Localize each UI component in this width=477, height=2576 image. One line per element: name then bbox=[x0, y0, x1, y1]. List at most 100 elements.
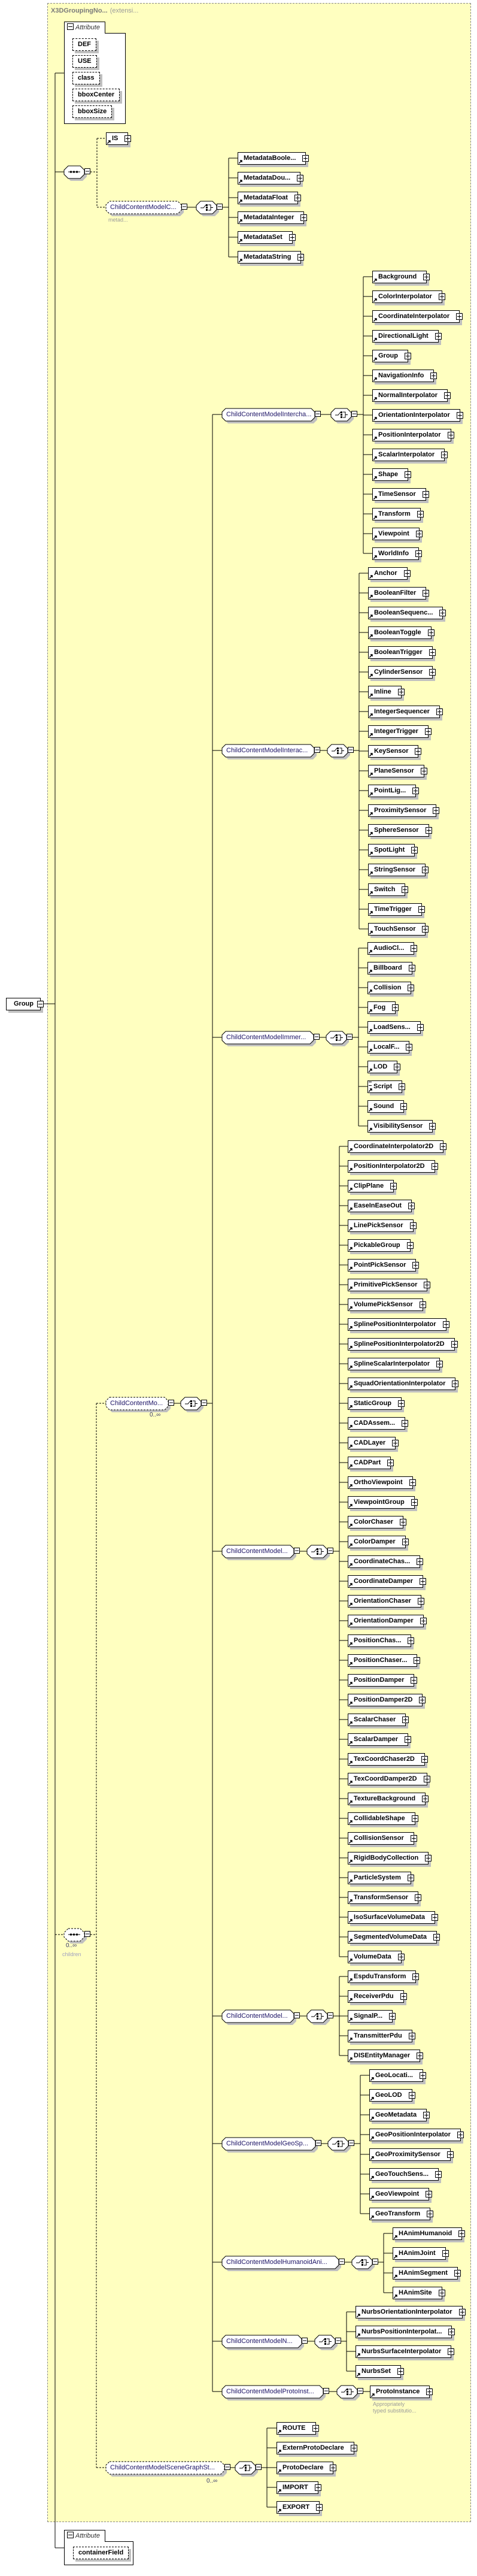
element-booleansequenc[interactable]: BooleanSequenc... bbox=[368, 607, 446, 619]
model-group-label[interactable]: ChildContentModelInterac... bbox=[226, 747, 308, 754]
element-cadassem[interactable]: CADAssem... bbox=[348, 1417, 409, 1430]
element-booleantrigger[interactable]: BooleanTrigger bbox=[368, 646, 436, 659]
element-segmentedvolumedata[interactable]: SegmentedVolumeData bbox=[348, 1931, 440, 1944]
expand-icon[interactable] bbox=[405, 471, 412, 478]
expand-icon[interactable] bbox=[429, 669, 436, 676]
element-spheresensor[interactable]: SphereSensor bbox=[368, 824, 432, 837]
element-anchor[interactable]: Anchor bbox=[368, 567, 411, 580]
attribute-panel-bottom-header[interactable]: Attribute bbox=[64, 2530, 105, 2542]
expand-icon[interactable] bbox=[420, 1578, 427, 1585]
collapse-icon[interactable] bbox=[323, 2388, 329, 2394]
element-coordinateinterpolator[interactable]: CoordinateInterpolator bbox=[372, 310, 463, 323]
element-disentitymanager[interactable]: DISEntityManager bbox=[348, 2050, 424, 2062]
expand-icon[interactable] bbox=[425, 827, 432, 834]
expand-icon[interactable] bbox=[411, 1677, 418, 1684]
element-coordinateinterpolator2d[interactable]: CoordinateInterpolator2D bbox=[348, 1140, 447, 1153]
model-group-label[interactable]: ChildContentModel... bbox=[226, 2012, 288, 2020]
expand-icon[interactable] bbox=[124, 135, 132, 142]
element-isosurfacevolumedata[interactable]: IsoSurfaceVolumeData bbox=[348, 1911, 439, 1924]
attribute-bboxcenter[interactable]: bboxCenter bbox=[72, 89, 120, 101]
attribute-panel-header[interactable]: Attribute bbox=[64, 22, 105, 34]
element-transform[interactable]: Transform bbox=[372, 508, 424, 520]
expand-icon[interactable] bbox=[408, 965, 415, 971]
expand-icon[interactable] bbox=[316, 2504, 323, 2511]
expand-icon[interactable] bbox=[297, 254, 305, 261]
element-receiverpdu[interactable]: ReceiverPdu bbox=[348, 1990, 407, 2003]
expand-icon[interactable] bbox=[408, 2033, 415, 2039]
element-script[interactable]: Script bbox=[367, 1080, 406, 1093]
expand-icon[interactable] bbox=[438, 293, 445, 300]
element-geometadata[interactable]: GeoMetadata bbox=[369, 2109, 430, 2121]
expand-icon[interactable] bbox=[411, 847, 418, 853]
expand-icon[interactable] bbox=[429, 649, 436, 656]
element-geopositioninterpolator[interactable]: GeoPositionInterpolator bbox=[369, 2129, 464, 2141]
expand-icon[interactable] bbox=[424, 1282, 431, 1288]
expand-icon[interactable] bbox=[419, 1697, 426, 1703]
element-hanimjoint[interactable]: HAnimJoint bbox=[393, 2247, 449, 2260]
expand-icon[interactable] bbox=[390, 1183, 397, 1189]
element-geotouchsens[interactable]: GeoTouchSens... bbox=[369, 2168, 442, 2181]
expand-icon[interactable] bbox=[397, 689, 405, 695]
collapse-icon[interactable] bbox=[335, 2338, 341, 2344]
expand-icon[interactable] bbox=[300, 214, 308, 221]
collapse-icon[interactable] bbox=[347, 1034, 353, 1040]
element-orientationdamper[interactable]: OrientationDamper bbox=[348, 1615, 427, 1627]
collapse-icon[interactable] bbox=[67, 23, 74, 30]
element-group[interactable]: Group bbox=[372, 350, 411, 362]
expand-icon[interactable] bbox=[412, 1973, 420, 1980]
expand-icon[interactable] bbox=[427, 2211, 434, 2217]
expand-icon[interactable] bbox=[408, 985, 415, 991]
element-is[interactable]: IS bbox=[106, 132, 132, 145]
expand-icon[interactable] bbox=[402, 886, 409, 893]
element-proximitysensor[interactable]: ProximitySensor bbox=[368, 804, 440, 817]
expand-icon[interactable] bbox=[423, 2112, 430, 2118]
expand-icon[interactable] bbox=[330, 2465, 337, 2471]
expand-icon[interactable] bbox=[400, 1103, 408, 1110]
expand-icon[interactable] bbox=[400, 1519, 407, 1525]
element-primitivepicksensor[interactable]: PrimitivePickSensor bbox=[348, 1279, 431, 1291]
expand-icon[interactable] bbox=[442, 1321, 449, 1328]
collapse-icon[interactable] bbox=[256, 2464, 262, 2470]
model-group-label[interactable]: ChildContentModelC... bbox=[110, 204, 177, 211]
expand-icon[interactable] bbox=[314, 2484, 321, 2491]
element-integersequencer[interactable]: IntegerSequencer bbox=[368, 706, 443, 718]
element-timetrigger[interactable]: TimeTrigger bbox=[368, 903, 425, 916]
expand-icon[interactable] bbox=[350, 2445, 357, 2451]
element-stringsensor[interactable]: StringSensor bbox=[368, 864, 429, 876]
expand-icon[interactable] bbox=[402, 1717, 409, 1723]
element-touchsensor[interactable]: TouchSensor bbox=[368, 923, 429, 936]
expand-icon[interactable] bbox=[408, 1637, 415, 1644]
element-particlesystem[interactable]: ParticleSystem bbox=[348, 1872, 414, 1884]
element-nurbssurfaceinterpolator[interactable]: NurbsSurfaceInterpolator bbox=[356, 2345, 455, 2358]
expand-icon[interactable] bbox=[422, 867, 429, 873]
expand-icon[interactable] bbox=[405, 1736, 411, 1743]
model-group-label[interactable]: ChildContentModelIntercha... bbox=[226, 411, 312, 418]
element-audiocl[interactable]: AudioCl... bbox=[367, 942, 418, 955]
expand-icon[interactable] bbox=[426, 2389, 433, 2395]
element-booleanfilter[interactable]: BooleanFilter bbox=[368, 587, 430, 600]
model-group-label[interactable]: ChildContentModelHumanoidAni... bbox=[226, 2259, 327, 2266]
element-shape[interactable]: Shape bbox=[372, 468, 412, 481]
expand-icon[interactable] bbox=[417, 2053, 424, 2059]
element-cadpart[interactable]: CADPart bbox=[348, 1457, 394, 1469]
expand-icon[interactable] bbox=[424, 728, 432, 735]
expand-icon[interactable] bbox=[389, 2013, 396, 2020]
expand-icon[interactable] bbox=[402, 1420, 409, 1427]
expand-icon[interactable] bbox=[431, 1163, 438, 1170]
element-texturebackground[interactable]: TextureBackground bbox=[348, 1793, 429, 1805]
element-positiondamper2d[interactable]: PositionDamper2D bbox=[348, 1694, 426, 1706]
element-booleantoggle[interactable]: BooleanToggle bbox=[368, 626, 435, 639]
expand-icon[interactable] bbox=[294, 195, 301, 201]
collapse-icon[interactable] bbox=[224, 2464, 230, 2470]
expand-icon[interactable] bbox=[397, 2368, 404, 2375]
collapse-icon[interactable] bbox=[339, 2259, 345, 2265]
expand-icon[interactable] bbox=[408, 2092, 415, 2099]
element-metadatadou[interactable]: MetadataDou... bbox=[238, 172, 304, 184]
attribute-class[interactable]: class bbox=[72, 72, 100, 84]
expand-icon[interactable] bbox=[419, 1301, 426, 1308]
expand-icon[interactable] bbox=[288, 234, 296, 241]
element-positiondamper[interactable]: PositionDamper bbox=[348, 1674, 418, 1687]
expand-icon[interactable] bbox=[448, 2329, 455, 2335]
element-geotransform[interactable]: GeoTransform bbox=[369, 2208, 434, 2220]
expand-icon[interactable] bbox=[415, 748, 422, 755]
